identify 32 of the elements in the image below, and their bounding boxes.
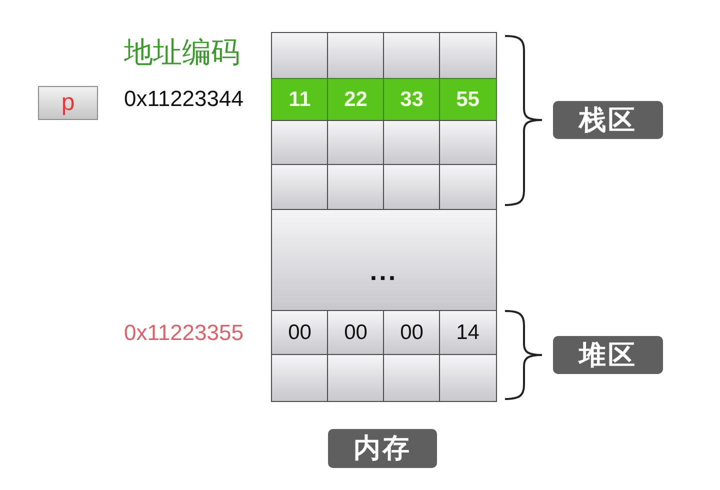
memory-cell: 33 bbox=[383, 78, 440, 122]
memory-cell bbox=[327, 354, 384, 402]
memory-cell bbox=[327, 164, 384, 210]
memory-cell: ... bbox=[271, 209, 496, 312]
variable-box: p bbox=[38, 86, 98, 120]
memory-cell bbox=[271, 354, 328, 402]
memory-cell bbox=[383, 164, 440, 210]
region-tag: 堆区 bbox=[553, 336, 663, 374]
memory-cell bbox=[383, 354, 440, 402]
memory-cell bbox=[327, 120, 384, 166]
heading-text: 地址编码 bbox=[124, 38, 240, 67]
region-tag: 栈区 bbox=[553, 101, 663, 139]
memory-cell bbox=[271, 120, 328, 166]
caption-tag: 内存 bbox=[328, 429, 437, 468]
memory-cell bbox=[327, 32, 384, 80]
memory-cell: 00 bbox=[271, 310, 328, 356]
memory-cell bbox=[439, 120, 496, 166]
memory-cell bbox=[439, 32, 496, 80]
memory-cell bbox=[271, 32, 328, 80]
memory-cell bbox=[439, 164, 496, 210]
memory-cell bbox=[439, 354, 496, 402]
memory-cell bbox=[383, 120, 440, 166]
memory-cell: 55 bbox=[439, 78, 496, 122]
memory-cell: 22 bbox=[327, 78, 384, 122]
memory-cell bbox=[271, 164, 328, 210]
address-text: 0x11223344 bbox=[124, 88, 244, 110]
memory-cell: 00 bbox=[327, 310, 384, 356]
address-text: 0x11223355 bbox=[124, 322, 244, 344]
memory-cell: 14 bbox=[439, 310, 496, 356]
memory-cell bbox=[383, 32, 440, 80]
memory-cell: 11 bbox=[271, 78, 328, 122]
memory-cell: 00 bbox=[383, 310, 440, 356]
